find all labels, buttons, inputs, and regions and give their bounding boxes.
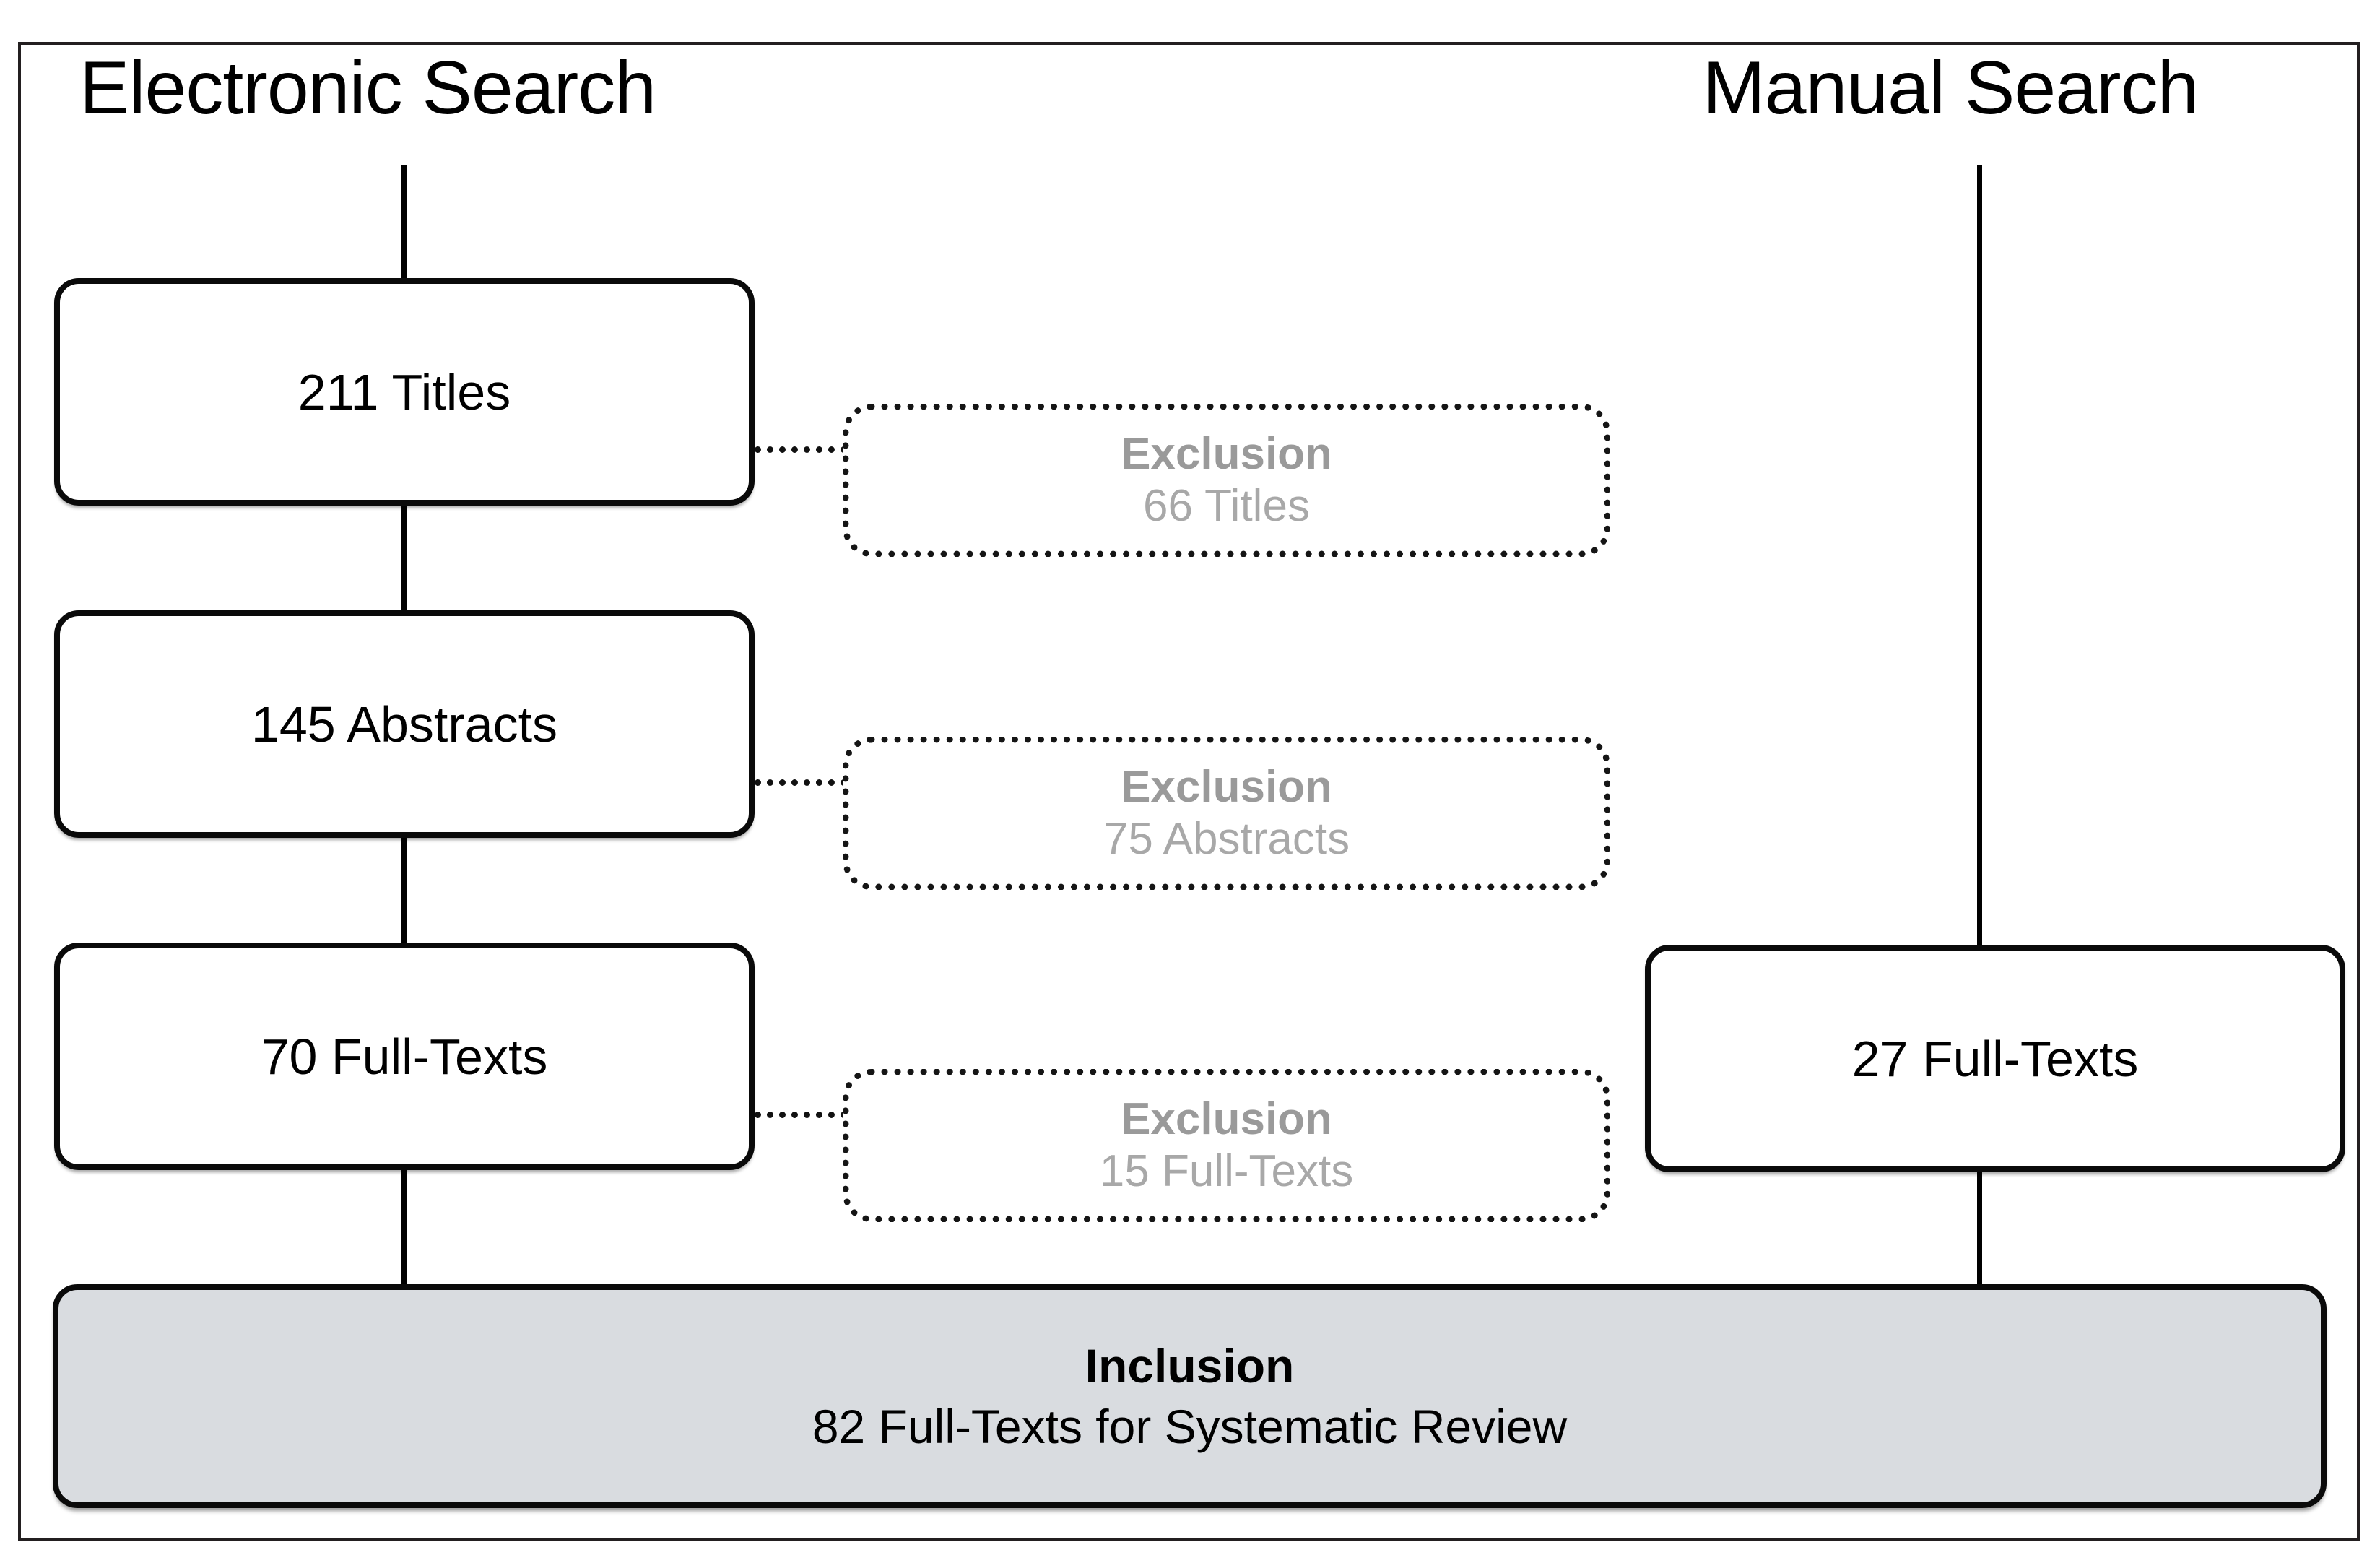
- column-title-electronic-search: Electronic Search: [79, 46, 656, 130]
- exclusion-box-fulltexts[interactable]: Exclusion 15 Full-Texts: [843, 1069, 1610, 1222]
- column-title-manual-search: Manual Search: [1703, 46, 2199, 130]
- node-fulltexts-label: 70 Full-Texts: [261, 1028, 548, 1085]
- connector-electronic-title-to-titles: [401, 165, 407, 282]
- inclusion-box[interactable]: Inclusion 82 Full-Texts for Systematic R…: [53, 1284, 2327, 1508]
- exclusion-titles-detail: 66 Titles: [1143, 481, 1310, 531]
- inclusion-heading: Inclusion: [1085, 1339, 1295, 1393]
- connector-abstracts-to-exclusion-abstracts: [755, 779, 847, 786]
- connector-manual-fulltexts-to-inclusion: [1977, 1168, 1982, 1289]
- connector-titles-to-abstracts: [401, 501, 407, 615]
- connector-abstracts-to-fulltexts: [401, 834, 407, 948]
- exclusion-abstracts-heading: Exclusion: [1121, 762, 1332, 812]
- node-manual-fulltexts-label: 27 Full-Texts: [1851, 1030, 2139, 1087]
- exclusion-box-titles[interactable]: Exclusion 66 Titles: [843, 404, 1610, 557]
- connector-fulltexts-to-exclusion-fulltexts: [755, 1112, 847, 1118]
- exclusion-abstracts-detail: 75 Abstracts: [1103, 814, 1350, 864]
- inclusion-detail: 82 Full-Texts for Systematic Review: [812, 1400, 1568, 1453]
- exclusion-titles-heading: Exclusion: [1121, 429, 1332, 479]
- node-titles[interactable]: 211 Titles: [54, 278, 755, 506]
- node-abstracts[interactable]: 145 Abstracts: [54, 610, 755, 838]
- exclusion-fulltexts-heading: Exclusion: [1121, 1094, 1332, 1144]
- connector-fulltexts-to-inclusion: [401, 1166, 407, 1289]
- connector-manual-title-to-fulltexts: [1977, 165, 1982, 949]
- connector-titles-to-exclusion-titles: [755, 446, 847, 453]
- node-fulltexts[interactable]: 70 Full-Texts: [54, 943, 755, 1170]
- exclusion-fulltexts-detail: 15 Full-Texts: [1099, 1146, 1354, 1196]
- node-abstracts-label: 145 Abstracts: [251, 696, 558, 753]
- exclusion-box-abstracts[interactable]: Exclusion 75 Abstracts: [843, 737, 1610, 890]
- node-manual-fulltexts[interactable]: 27 Full-Texts: [1645, 945, 2345, 1172]
- node-titles-label: 211 Titles: [298, 363, 511, 420]
